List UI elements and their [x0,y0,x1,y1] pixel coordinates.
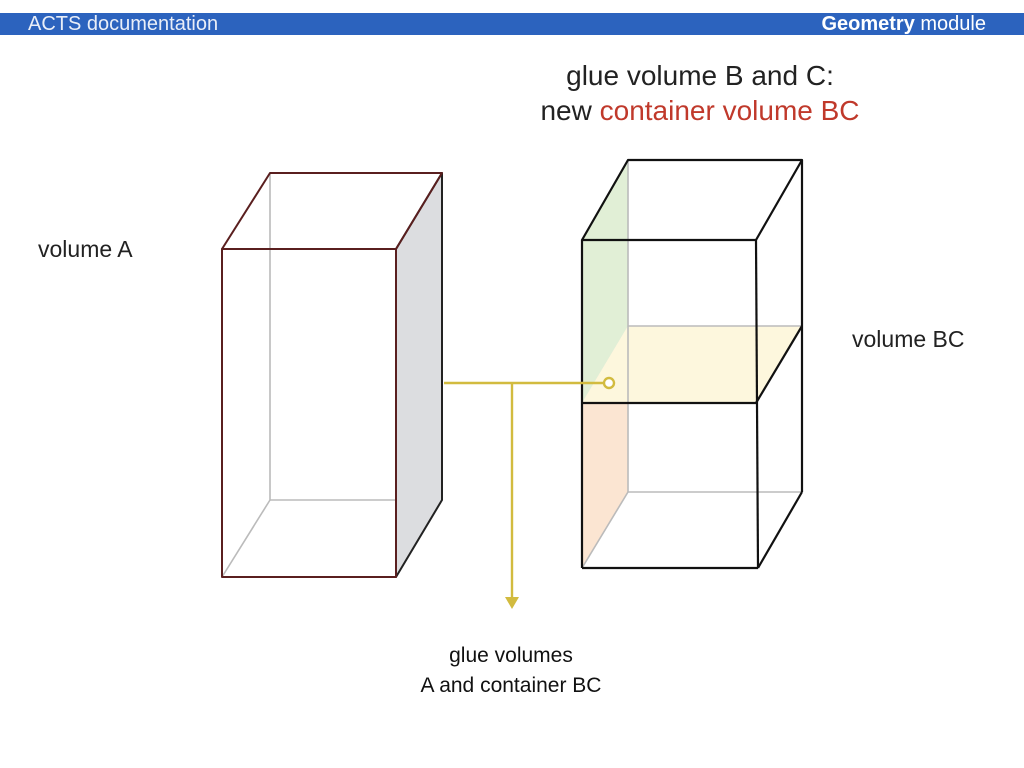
volume-a-box [221,172,443,578]
caption-line-2: A and container BC [420,674,602,697]
header-module-name: Geometry [821,13,915,35]
caption-line-1: glue volumes [449,644,573,667]
title-prefix: new [540,95,600,126]
volume-a-hidden-edge [221,499,271,578]
glue-anchor-icon [602,376,616,390]
header-module-suffix: module [914,13,986,35]
volume-bc-edge [757,491,803,569]
header-module-title: Geometry module [821,13,986,35]
glue-arrow [444,376,616,609]
slide-title-line-1: glue volume B and C: [566,60,834,91]
volume-bc-box [580,158,804,570]
arrow-head-icon [505,597,519,609]
glue-caption: glue volumes A and container BC [380,641,642,701]
volume-bc-edge [754,239,760,569]
volume-bc-edge [755,325,803,404]
volume-bc-label: volume BC [852,326,965,352]
header-bar: ACTS documentation Geometry module [0,13,1024,35]
slide-title-line-2: new container volume BC [480,95,920,127]
volume-a-side-face [395,172,443,578]
glue-boundary-face [582,326,802,403]
volume-a-label: volume A [38,236,133,262]
volume-a-front-face [221,248,397,578]
volume-bc-hidden-edge [581,491,629,569]
header-doc-title: ACTS documentation [28,13,219,35]
title-highlight: container volume BC [599,95,860,126]
